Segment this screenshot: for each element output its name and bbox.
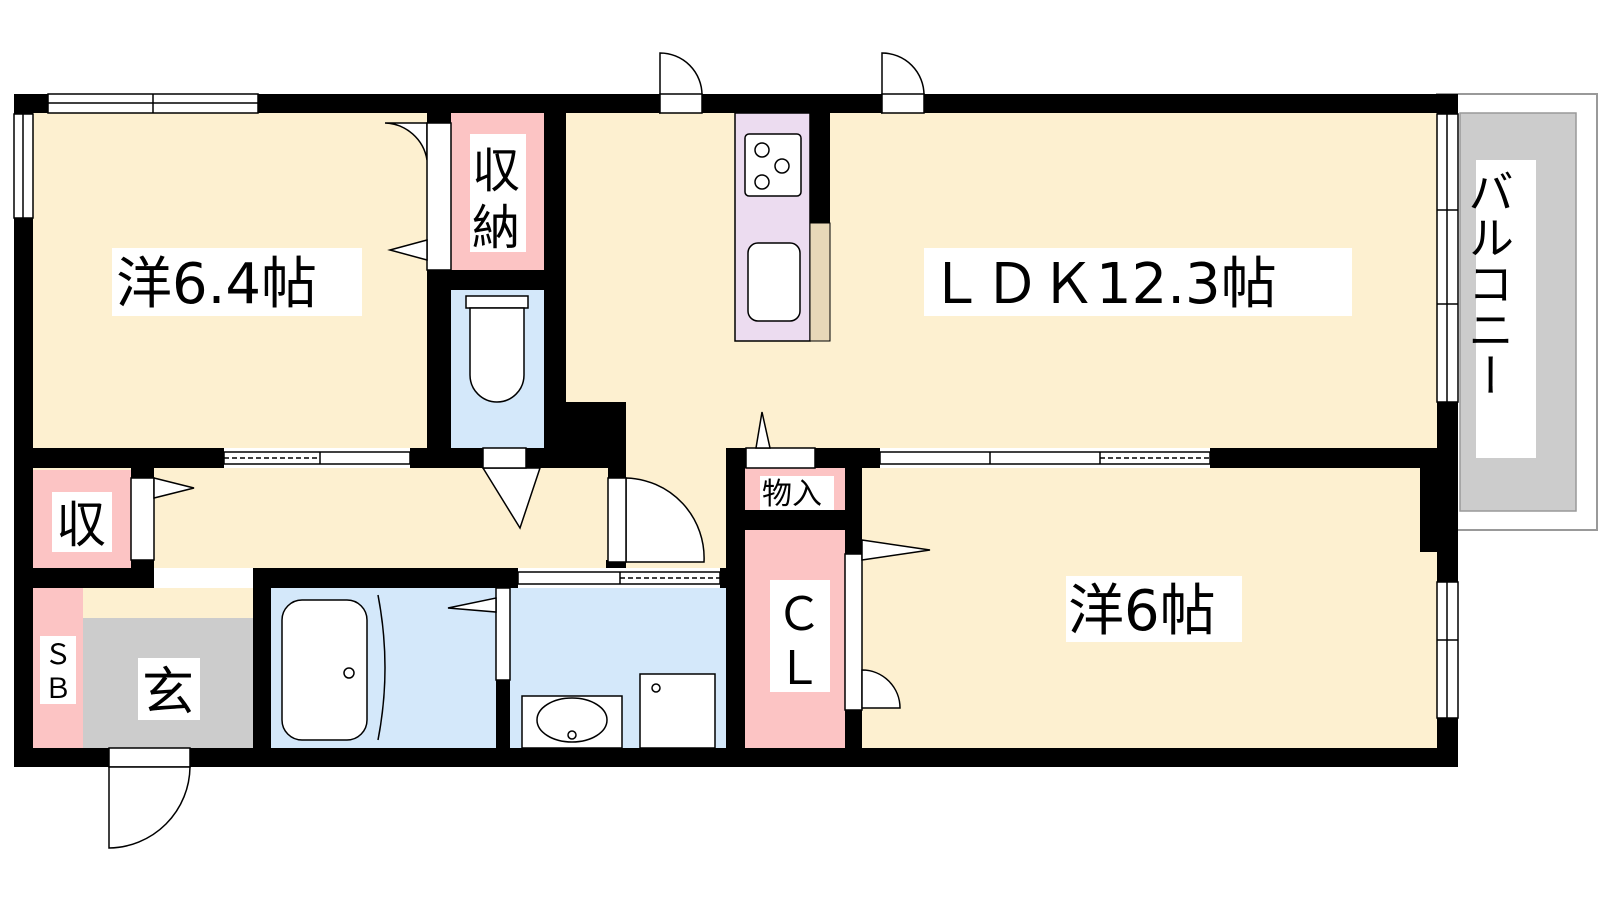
windows [13,93,1459,719]
room-label-storage-2: 収 [56,496,106,554]
walls [14,94,1458,767]
room-label-entrance: 玄 [142,663,194,723]
room-label-storeroom: 物入 [762,477,822,512]
room-label-closet-line2: Ｌ [776,641,822,695]
room-label-ldk: ＬＤＫ12.3帖 [928,252,1277,317]
room-label-closet-line1: Ｃ [776,587,822,641]
room-label-western-2: 洋6帖 [1068,579,1216,644]
room-label-storage-1-line2: 納 [472,200,520,256]
kitchen-counter [734,112,831,342]
room-label-shoe-box-line2: Ｂ [44,672,72,705]
washbasin [521,673,716,749]
doors [108,52,931,849]
room-label-balcony: バルコニー [1461,168,1515,398]
room-label-western-1: 洋6.4帖 [116,252,317,317]
bathtub [281,594,386,741]
toilet-fixture [465,295,529,403]
room-label-storage-1-line1: 収 [472,143,520,199]
room-label-shoe-box-line1: Ｓ [44,638,72,671]
hallway-lower [83,588,253,618]
